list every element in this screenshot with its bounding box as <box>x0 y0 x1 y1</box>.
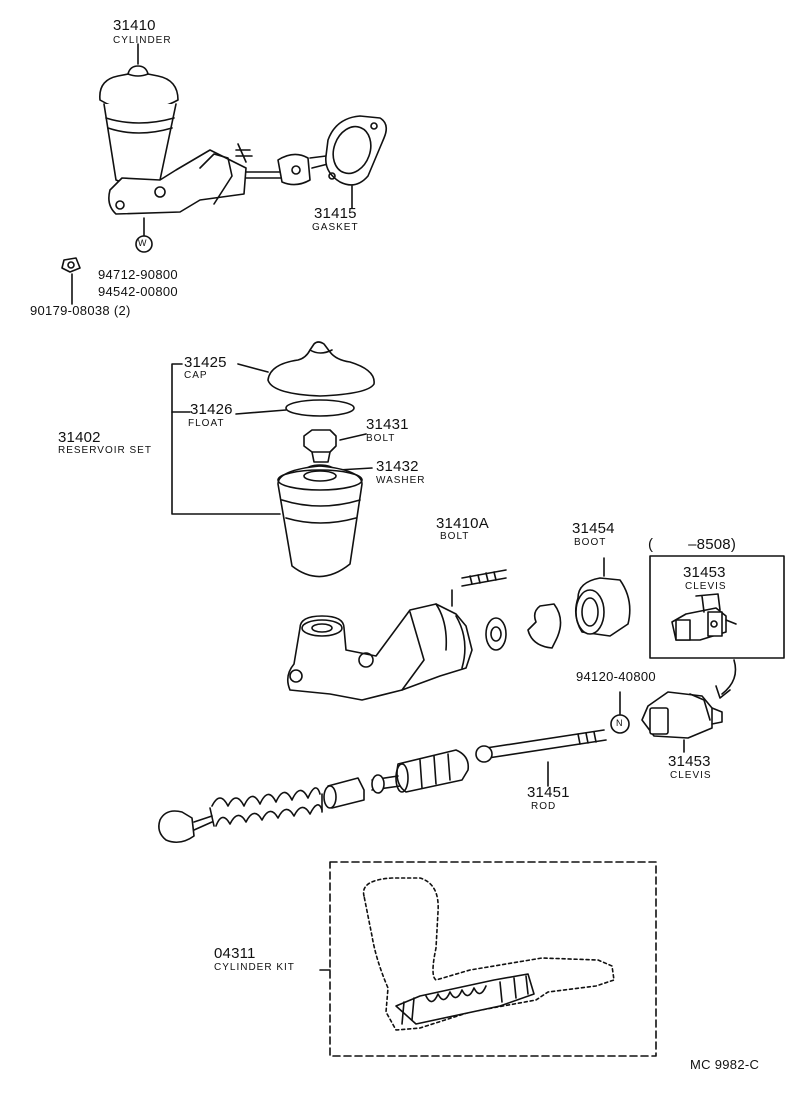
rod-part-number: 31451 <box>527 784 570 801</box>
nut-part-number: 90179-08038 (2) <box>30 303 131 318</box>
nut-2-part-number: 94120-40800 <box>576 669 656 684</box>
gasket-part-name: GASKET <box>312 222 359 233</box>
bolt-part-name: BOLT <box>366 433 396 444</box>
clevis-and-nut-illustration <box>610 691 723 753</box>
clevis-inset-part-number: 31453 <box>683 564 726 581</box>
washer-part-number-2: 94542-00800 <box>98 284 178 299</box>
diagram-id: MC 9982-C <box>690 1057 760 1072</box>
clevis-inset-part-name: CLEVIS <box>685 581 727 592</box>
rod-and-piston-illustration <box>158 729 607 844</box>
clevis-inset-box <box>649 555 785 699</box>
cylinder-part-number: 31410 <box>113 17 156 34</box>
float-part-number: 31426 <box>190 401 233 418</box>
washer-part-name: WASHER <box>376 475 426 486</box>
washer-part-number: 31432 <box>376 458 419 475</box>
gasket-part-number: 31415 <box>314 205 357 222</box>
cap-part-name: CAP <box>184 370 208 381</box>
clevis-date-range: ( –8508) <box>648 536 737 553</box>
rod-part-name: ROD <box>531 801 557 812</box>
nut-marker-n: N <box>616 718 623 728</box>
clevis-part-number: 31453 <box>668 753 711 770</box>
reservoir-set-illustration <box>171 341 375 578</box>
boot-part-name: BOOT <box>574 537 607 548</box>
reservoir-set-part-number: 31402 <box>58 429 101 446</box>
float-part-name: FLOAT <box>188 418 225 429</box>
master-cylinder-body-illustration <box>286 557 631 701</box>
stud-bolt-part-name: BOLT <box>440 531 470 542</box>
cylinder-kit-part-name: CYLINDER KIT <box>214 962 295 973</box>
bolt-part-number: 31431 <box>366 416 409 433</box>
cap-part-number: 31425 <box>184 354 227 371</box>
boot-part-number: 31454 <box>572 520 615 537</box>
cylinder-assembly-illustration <box>61 43 388 305</box>
washer-marker-w: W <box>138 238 147 248</box>
clevis-part-name: CLEVIS <box>670 770 712 781</box>
reservoir-set-part-name: RESERVOIR SET <box>58 445 152 456</box>
washer-part-number-1: 94712-90800 <box>98 267 178 282</box>
cylinder-part-name: CYLINDER <box>113 35 172 46</box>
cylinder-kit-illustration <box>319 861 657 1057</box>
stud-bolt-part-number: 31410A <box>436 515 489 532</box>
cylinder-kit-part-number: 04311 <box>214 945 256 962</box>
